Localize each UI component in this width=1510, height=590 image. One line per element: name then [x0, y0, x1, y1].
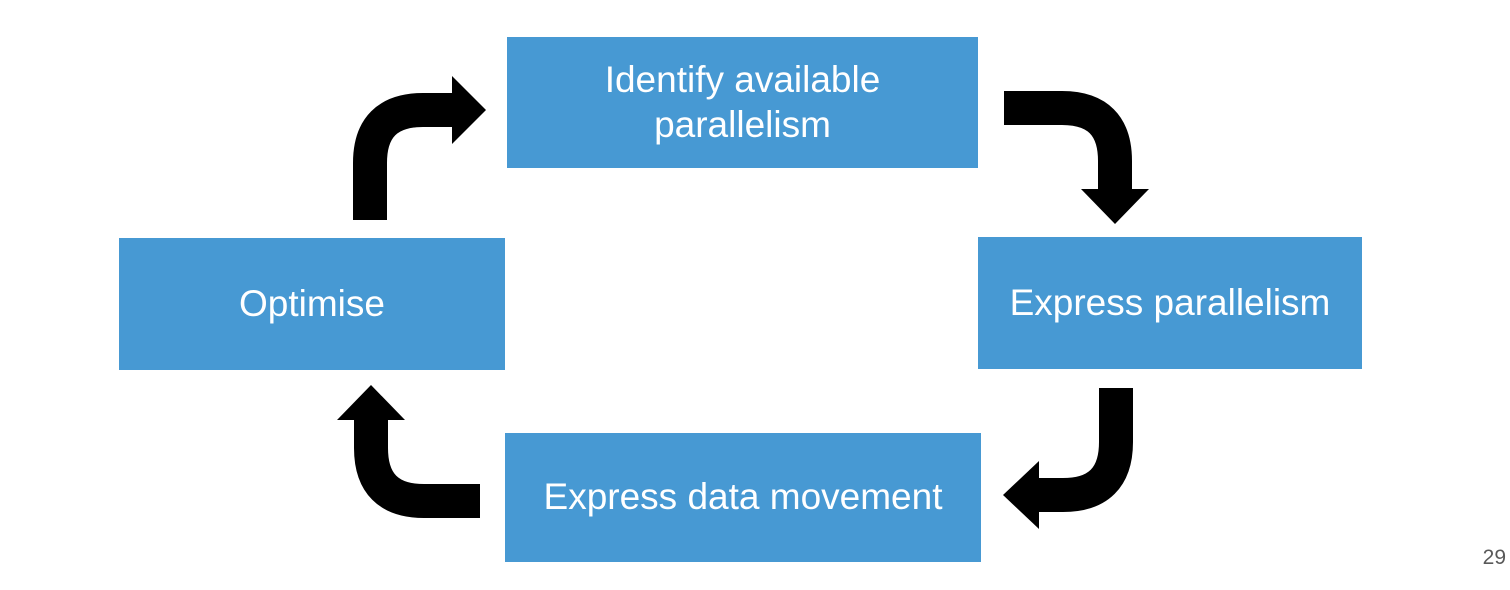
page-number: 29: [1482, 546, 1506, 569]
flow-box-express-data-movement: Express data movement: [505, 433, 981, 562]
arrow-up-then-right-icon: [353, 76, 486, 220]
flow-box-optimise: Optimise: [119, 238, 505, 370]
flow-box-label: Express parallelism: [1009, 281, 1331, 323]
flow-box-label: Optimise: [239, 282, 385, 324]
arrow-left-then-up-icon: [337, 385, 480, 518]
flow-box-identify-available-parallelism: Identify available parallelism: [507, 37, 978, 168]
arrow-down-then-left-icon: [1003, 388, 1133, 529]
flow-box-label: Identify available parallelism: [604, 59, 881, 145]
flow-box-express-parallelism: Express parallelism: [978, 237, 1362, 369]
arrow-right-then-down-icon: [1004, 91, 1149, 224]
flow-box-label: Express data movement: [543, 476, 943, 518]
